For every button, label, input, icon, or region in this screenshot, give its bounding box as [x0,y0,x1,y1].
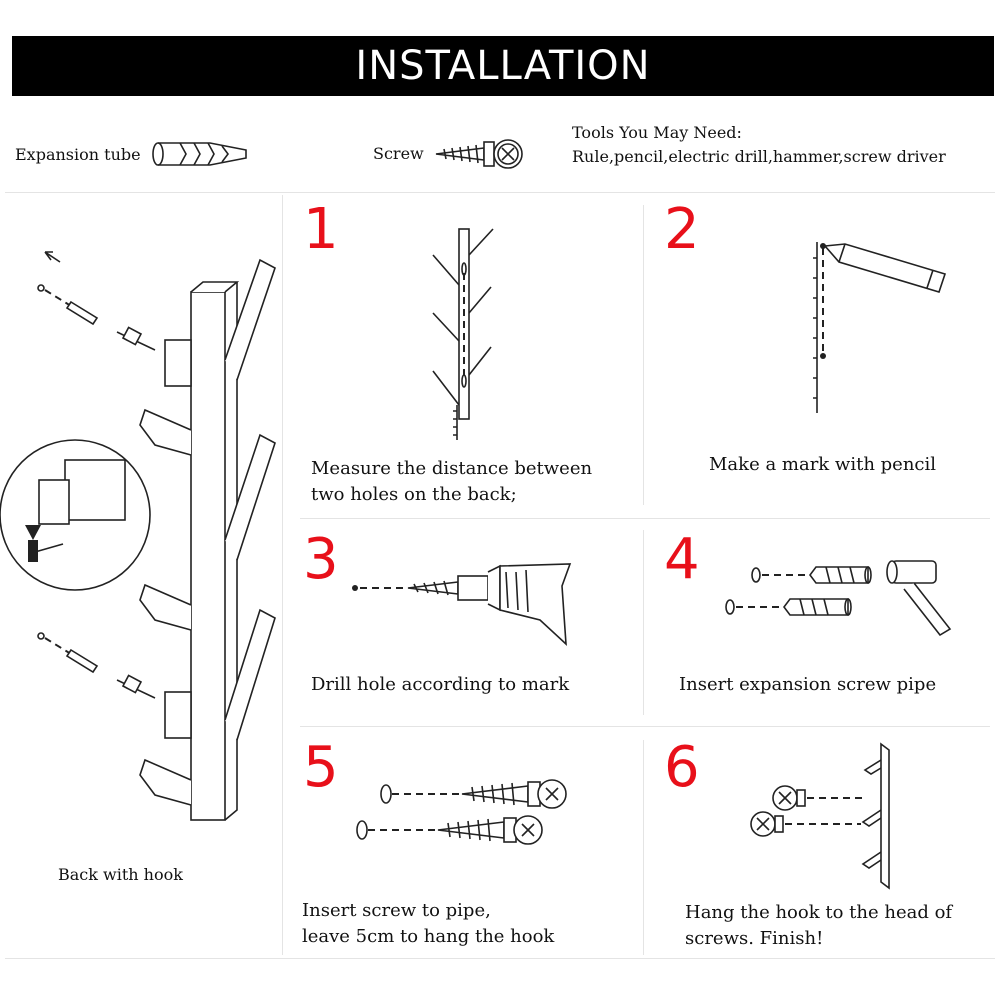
step-5-number: 5 [303,735,339,800]
tools-list: Rule,pencil,electric drill,hammer,screw … [572,147,946,166]
step-3-text-line1: Drill hole according to mark [311,674,570,695]
step-5-text-line1: Insert screw to pipe, [302,900,491,921]
step-1-measure-illustration [432,228,494,440]
step-2-pencil-illustration [813,242,947,413]
installation-banner: INSTALLATION [12,36,994,96]
screw-label: Screw [373,144,424,163]
step-6-hang-illustration [750,742,890,890]
page-title: INSTALLATION [355,43,651,89]
step-6-text-line2: screws. Finish! [685,928,824,949]
step-3-drill-illustration [352,563,572,646]
step-1-text-line1: Measure the distance between [311,458,593,479]
screw-icon [435,139,523,169]
step-6-text-line1: Hang the hook to the head of [685,902,953,923]
divider-left-panel [282,195,283,955]
expansion-tube-label: Expansion tube [15,145,141,164]
step-1-text-line2: two holes on the back; [311,484,517,505]
divider-bottom [5,958,995,959]
divider-col-row1 [643,205,644,505]
divider-top [5,192,995,193]
step-4-number: 4 [664,527,700,592]
step-4-tube-hammer-illustration [725,560,952,637]
step-5-screw-illustration [356,779,567,845]
coat-rack-back-illustration [0,251,276,821]
step-6-number: 6 [664,735,700,800]
step-2-text-line1: Make a mark with pencil [709,454,937,475]
step-3-number: 3 [303,527,339,592]
divider-col-row3 [643,740,644,955]
divider-row1 [300,518,990,519]
step-4-text-line1: Insert expansion screw pipe [679,674,937,695]
step-1-number: 1 [303,197,339,262]
expansion-tube-icon [152,142,247,166]
step-2-number: 2 [664,197,700,262]
divider-row2 [300,726,990,727]
divider-col-row2 [643,530,644,715]
step-5-text-line2: leave 5cm to hang the hook [302,926,555,947]
tools-heading: Tools You May Need: [572,123,742,142]
back-with-hook-caption: Back with hook [58,865,183,884]
